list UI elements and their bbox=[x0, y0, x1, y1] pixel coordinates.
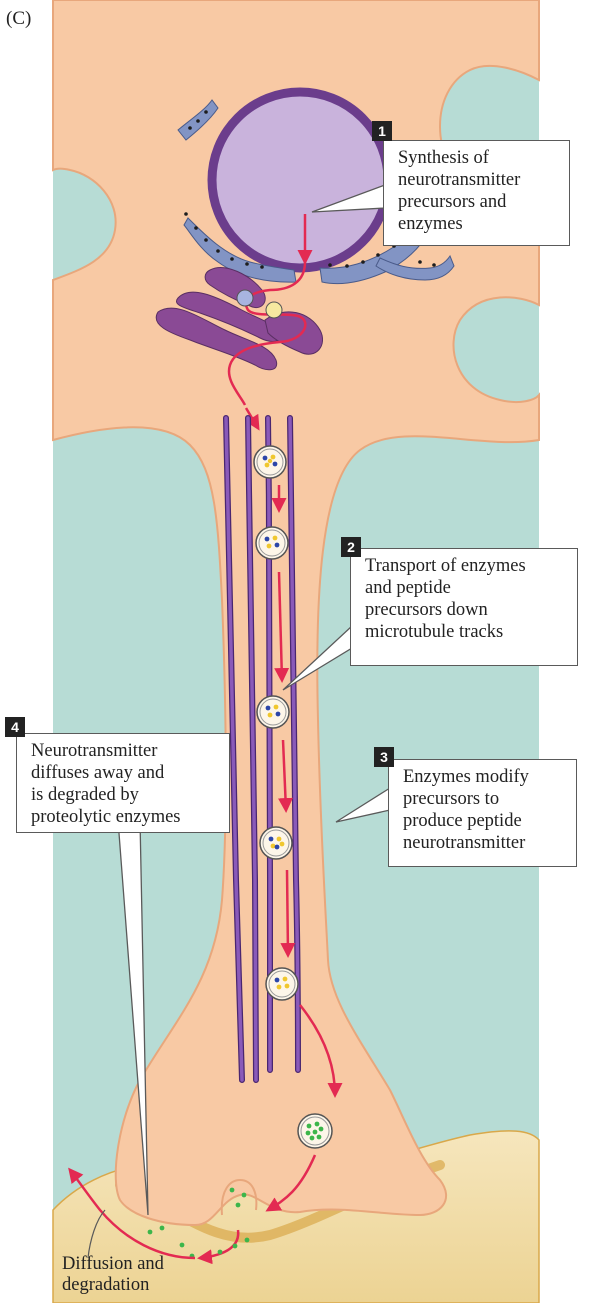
step-number-2: 2 bbox=[341, 537, 361, 557]
callout-4-line-2: diffuses away and bbox=[31, 762, 217, 784]
callout-1-line-4: enzymes bbox=[398, 213, 557, 235]
vesicle-icon bbox=[257, 696, 289, 728]
callout-2-line-4: microtubule tracks bbox=[365, 621, 565, 643]
callout-step-4: Neurotransmitter diffuses away and is de… bbox=[16, 733, 230, 833]
vesicle-icon bbox=[256, 527, 288, 559]
step-number-3: 3 bbox=[374, 747, 394, 767]
callout-4-line-4: proteolytic enzymes bbox=[31, 806, 217, 828]
callout-1-line-1: Synthesis of bbox=[398, 147, 557, 169]
panel-label: (C) bbox=[6, 8, 31, 30]
callout-4-line-1: Neurotransmitter bbox=[31, 740, 217, 762]
vesicle-icon bbox=[266, 968, 298, 1000]
callout-step-2: Transport of enzymes and peptide precurs… bbox=[350, 548, 578, 666]
peptide-vesicle bbox=[298, 1114, 332, 1148]
vesicle-icon bbox=[260, 827, 292, 859]
callout-step-3: Enzymes modify precursors to produce pep… bbox=[388, 759, 577, 867]
callout-3-line-4: neurotransmitter bbox=[403, 832, 564, 854]
callout-step-1: Synthesis of neurotransmitter precursors… bbox=[383, 140, 570, 246]
callout-4-line-3: is degraded by bbox=[31, 784, 217, 806]
diffusion-degradation-label: Diffusion and degradation bbox=[62, 1254, 164, 1296]
transport-vesicle-yellow bbox=[266, 302, 282, 318]
callout-3-line-1: Enzymes modify bbox=[403, 766, 564, 788]
callout-1-line-2: neurotransmitter bbox=[398, 169, 557, 191]
diffusion-label-line-1: Diffusion and bbox=[62, 1254, 164, 1275]
callout-3-line-2: precursors to bbox=[403, 788, 564, 810]
step-number-1: 1 bbox=[372, 121, 392, 141]
callout-2-line-2: and peptide bbox=[365, 577, 565, 599]
vesicle-icon bbox=[254, 446, 286, 478]
transport-vesicle-blue bbox=[237, 290, 253, 306]
callout-2-line-3: precursors down bbox=[365, 599, 565, 621]
step-number-4: 4 bbox=[5, 717, 25, 737]
nucleus bbox=[212, 92, 388, 268]
diffusion-label-line-2: degradation bbox=[62, 1275, 164, 1296]
callout-1-line-3: precursors and bbox=[398, 191, 557, 213]
callout-2-line-1: Transport of enzymes bbox=[365, 555, 565, 577]
callout-3-line-3: produce peptide bbox=[403, 810, 564, 832]
